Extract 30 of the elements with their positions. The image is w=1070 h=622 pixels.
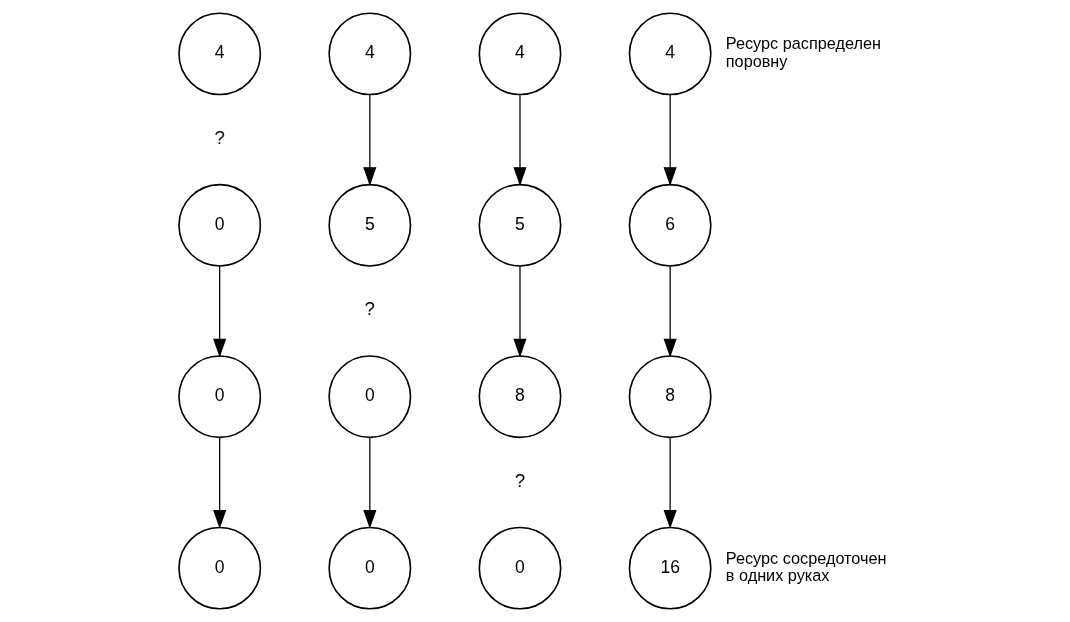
label: ? xyxy=(364,298,376,320)
node-circle: 4 xyxy=(178,12,262,96)
node-circle: 4 xyxy=(328,12,412,96)
label: ? xyxy=(514,469,526,491)
arrow xyxy=(213,265,227,358)
arrow xyxy=(663,265,677,358)
label: ? xyxy=(214,126,225,148)
arrow xyxy=(513,94,527,186)
node-label: Ресурс распределен поровну xyxy=(725,34,881,70)
node-circle: 4 xyxy=(478,12,562,96)
node-circle: 5 xyxy=(328,183,412,267)
node-circle: 16 xyxy=(628,526,712,610)
node-circle: 0 xyxy=(178,526,262,610)
node-circle: 0 xyxy=(328,526,412,610)
arrow xyxy=(663,94,677,186)
node-circle: 0 xyxy=(478,526,562,610)
node-circle: 4 xyxy=(628,12,712,96)
arrow xyxy=(363,436,377,529)
node-circle: 0 xyxy=(328,355,412,439)
arrow xyxy=(363,94,377,186)
node-circle: 0 xyxy=(178,183,262,267)
node-circle: 8 xyxy=(628,355,712,439)
arrow xyxy=(213,436,227,529)
node-circle: 8 xyxy=(478,355,562,439)
arrow xyxy=(513,265,527,358)
node-label: Ресурс сосредоточен в одних руках xyxy=(725,548,887,585)
node-circle: 6 xyxy=(628,183,712,267)
node-circle: 0 xyxy=(178,355,262,439)
node-circle: 5 xyxy=(478,183,562,267)
arrow xyxy=(663,436,677,529)
